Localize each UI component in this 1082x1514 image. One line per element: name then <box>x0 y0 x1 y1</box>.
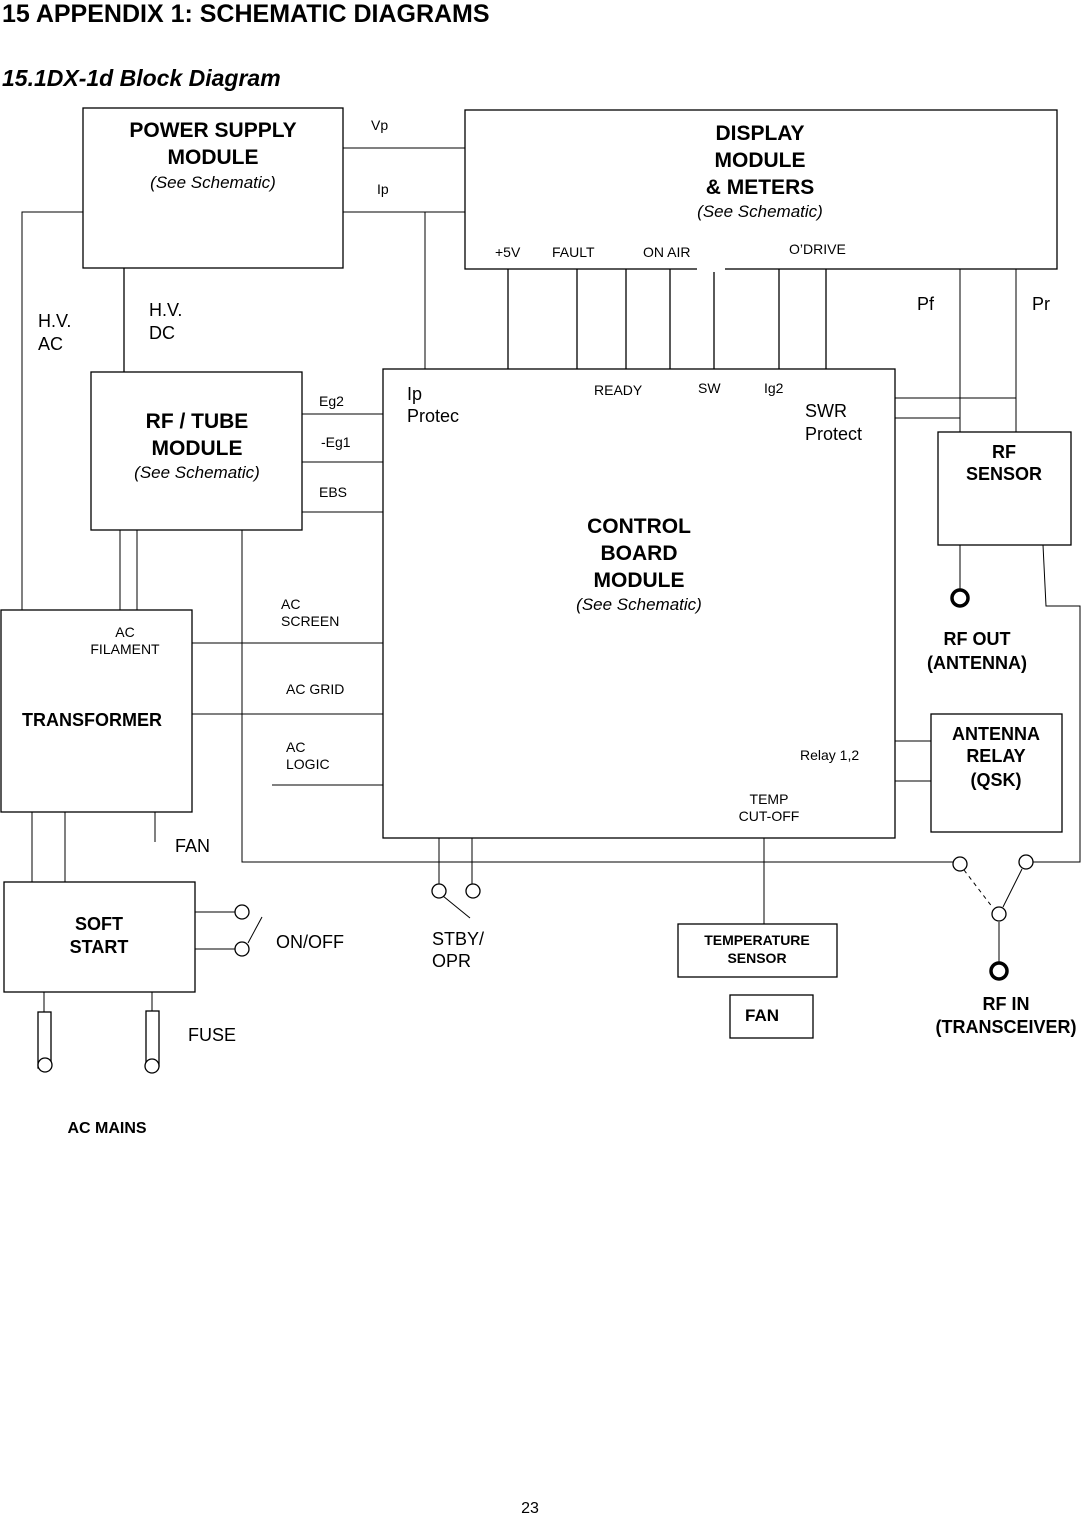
display-title-2: MODULE <box>715 149 806 172</box>
display-title-3: & METERS <box>706 176 815 199</box>
temperature-sensor-title-2: SENSOR <box>727 950 786 966</box>
soft-start-title-2: START <box>70 937 129 957</box>
label-hv-ac-2: AC <box>38 334 63 354</box>
label-ac-grid: AC GRID <box>286 681 344 697</box>
antenna-relay-title-2: RELAY <box>966 746 1025 766</box>
label-stby-2: OPR <box>432 951 471 971</box>
rf-sensor-title-2: SENSOR <box>966 464 1042 484</box>
label-swr-protect-1: SWR <box>805 401 847 421</box>
label-fan: FAN <box>175 836 210 856</box>
label-on-air: ON AIR <box>643 244 690 260</box>
display-title-1: DISPLAY <box>715 122 804 145</box>
subsection-title: 15.1DX-1d Block Diagram <box>2 65 281 91</box>
label-neg-eg1: -Eg1 <box>321 434 351 450</box>
label-ip-protec-1: Ip <box>407 384 422 404</box>
label-hv-dc-2: DC <box>149 323 175 343</box>
label-fuse: FUSE <box>188 1025 236 1045</box>
section-title: 15 APPENDIX 1: SCHEMATIC DIAGRAMS <box>2 0 490 28</box>
display-note: (See Schematic) <box>697 202 823 221</box>
soft-start-title-1: SOFT <box>75 914 123 934</box>
label-rf-in-1: RF IN <box>983 994 1030 1014</box>
page-number: 23 <box>521 1500 539 1514</box>
label-hv-ac-1: H.V. <box>38 311 71 331</box>
label-stby-1: STBY/ <box>432 929 484 949</box>
label-ac-filament-1: AC <box>115 624 134 640</box>
soft-start: SOFT START <box>3 881 196 993</box>
label-swr-protect-2: Protect <box>805 424 862 444</box>
control-note: (See Schematic) <box>576 595 702 614</box>
rf-tube-title-2: MODULE <box>152 437 243 460</box>
label-ip: Ip <box>377 181 389 197</box>
label-fault: FAULT <box>552 244 595 260</box>
on-off-switch <box>234 904 263 957</box>
label-hv-dc-1: H.V. <box>149 300 182 320</box>
label-eg2: Eg2 <box>319 393 344 409</box>
rf-in-switch <box>952 854 1034 981</box>
antenna-relay-title-3: (QSK) <box>971 770 1022 790</box>
label-rf-out-1: RF OUT <box>944 629 1011 649</box>
fuse-2 <box>145 1010 160 1067</box>
display-module: DISPLAY MODULE & METERS (See Schematic) <box>464 109 1058 272</box>
label-ip-protec-2: Protec <box>407 406 459 426</box>
stby-opr-switch <box>431 883 481 919</box>
control-title-3: MODULE <box>594 569 685 592</box>
label-temp-cutoff-1: TEMP <box>750 791 789 807</box>
wiring <box>21 147 1081 1068</box>
label-ready: READY <box>594 382 643 398</box>
label-on-off: ON/OFF <box>276 932 344 952</box>
fan-box-label: FAN <box>745 1006 779 1025</box>
rf-tube-note: (See Schematic) <box>134 463 260 482</box>
antenna-relay: ANTENNA RELAY (QSK) <box>930 713 1063 833</box>
control-title-1: CONTROL <box>587 515 691 538</box>
temperature-sensor-title-1: TEMPERATURE <box>704 932 810 948</box>
label-ebs: EBS <box>319 484 347 500</box>
label-pf: Pf <box>917 294 935 314</box>
control-title-2: BOARD <box>601 542 678 565</box>
label-ac-screen-1: AC <box>281 596 300 612</box>
label-temp-cutoff-2: CUT-OFF <box>739 808 800 824</box>
label-ac-logic-2: LOGIC <box>286 756 330 772</box>
transformer: TRANSFORMER <box>0 609 193 813</box>
control-board-module: CONTROL BOARD MODULE (See Schematic) <box>382 368 896 839</box>
rf-sensor-title-1: RF <box>992 442 1016 462</box>
power-supply-title-1: POWER SUPPLY <box>129 119 296 142</box>
transformer-label: TRANSFORMER <box>22 710 162 730</box>
label-plus5v: +5V <box>495 244 521 260</box>
power-supply-title-2: MODULE <box>168 146 259 169</box>
rf-out-terminal <box>950 588 970 608</box>
rf-tube-title-1: RF / TUBE <box>146 410 249 433</box>
label-rf-out-2: (ANTENNA) <box>927 653 1027 673</box>
antenna-relay-title-1: ANTENNA <box>952 724 1040 744</box>
label-rf-in-2: (TRANSCEIVER) <box>935 1017 1076 1037</box>
label-ac-filament-2: FILAMENT <box>90 641 160 657</box>
label-ig2: Ig2 <box>764 380 784 396</box>
label-pr: Pr <box>1032 294 1050 314</box>
label-ac-screen-2: SCREEN <box>281 613 339 629</box>
label-vp: Vp <box>371 117 388 133</box>
power-supply-note: (See Schematic) <box>150 173 276 192</box>
label-sw: SW <box>698 380 721 396</box>
label-odrive: O’DRIVE <box>789 241 846 257</box>
signal-labels: Vp Ip +5V FAULT ON AIR O’DRIVE Pf Pr H.V… <box>38 117 1077 1137</box>
rf-tube-module: RF / TUBE MODULE (See Schematic) <box>90 371 303 531</box>
rf-sensor: RF SENSOR <box>937 431 1072 546</box>
label-ac-mains: AC MAINS <box>67 1120 146 1137</box>
label-relay-12: Relay 1,2 <box>800 747 859 763</box>
ac-mains-terminals <box>37 1057 160 1074</box>
fan-box: FAN <box>729 994 814 1039</box>
power-supply-module: POWER SUPPLY MODULE (See Schematic) <box>82 107 344 269</box>
label-ac-logic-1: AC <box>286 739 305 755</box>
temperature-sensor: TEMPERATURE SENSOR <box>677 923 838 978</box>
